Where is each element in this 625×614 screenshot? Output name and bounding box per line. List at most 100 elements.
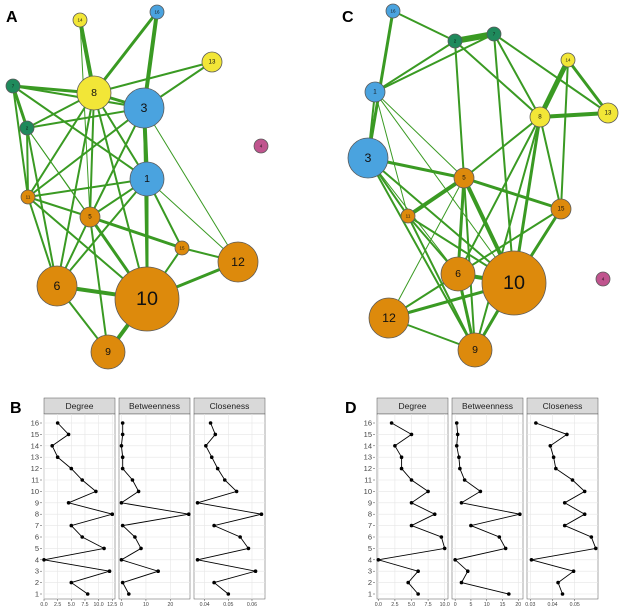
point-closeness-2 bbox=[212, 580, 216, 585]
y-tick-label-7: 7 bbox=[35, 521, 39, 530]
edge-11-9 bbox=[407, 215, 476, 351]
node-label-4: 4 bbox=[602, 277, 605, 282]
facet-title: Degree bbox=[66, 401, 94, 411]
edge-14-13 bbox=[566, 58, 610, 115]
point-betweenness-6 bbox=[497, 535, 502, 539]
node-9 bbox=[90, 334, 126, 370]
point-closeness-4 bbox=[529, 558, 534, 562]
y-tick-label-5: 5 bbox=[35, 544, 39, 553]
y-tick-label-5: 5 bbox=[368, 544, 372, 553]
node-label-8: 8 bbox=[91, 87, 97, 99]
point-closeness-7 bbox=[562, 523, 567, 528]
edge-5-15 bbox=[88, 215, 184, 250]
edge-3-11 bbox=[27, 107, 145, 198]
point-betweenness-16 bbox=[454, 421, 459, 425]
x-tick-label: 0.04 bbox=[547, 602, 557, 608]
facet-title: Betweenness bbox=[129, 401, 180, 411]
point-degree-14 bbox=[50, 444, 54, 448]
x-tick-label: 10.0 bbox=[440, 602, 450, 608]
node-label-14: 14 bbox=[565, 58, 571, 63]
node-label-2: 2 bbox=[454, 39, 457, 44]
node-label-16: 16 bbox=[390, 9, 396, 14]
point-degree-11 bbox=[409, 478, 414, 482]
node-3 bbox=[123, 87, 165, 129]
node-label-14: 14 bbox=[77, 18, 83, 23]
point-closeness-12 bbox=[215, 466, 220, 471]
point-degree-1 bbox=[416, 592, 420, 596]
x-tick-label: 15 bbox=[500, 602, 506, 608]
series-line-betweenness bbox=[120, 423, 189, 595]
node-label-6: 6 bbox=[54, 279, 61, 293]
point-degree-2 bbox=[69, 580, 74, 585]
y-tick-label-9: 9 bbox=[368, 498, 372, 507]
point-betweenness-12 bbox=[458, 466, 462, 471]
edge-2-1 bbox=[374, 40, 456, 93]
x-tick-label: 5.0 bbox=[68, 602, 75, 608]
edge-8-14 bbox=[537, 57, 571, 120]
x-tick-label: 5.0 bbox=[408, 602, 415, 608]
point-betweenness-16 bbox=[120, 421, 125, 425]
point-degree-8 bbox=[432, 512, 437, 516]
node-label-4: 4 bbox=[260, 144, 263, 149]
node-2 bbox=[447, 33, 463, 49]
point-betweenness-9 bbox=[459, 501, 464, 505]
point-degree-9 bbox=[409, 501, 414, 505]
point-degree-15 bbox=[66, 432, 71, 437]
x-tick-label: 5 bbox=[469, 602, 472, 608]
x-tick-label: 0.0 bbox=[40, 602, 47, 608]
point-betweenness-4 bbox=[119, 558, 124, 562]
edge-7-13 bbox=[493, 33, 609, 114]
point-closeness-10 bbox=[234, 489, 239, 494]
panel-label-a: A bbox=[6, 9, 18, 26]
y-tick-label-8: 8 bbox=[35, 510, 39, 519]
edge-1-10 bbox=[374, 91, 515, 284]
node-label-9: 9 bbox=[472, 344, 478, 356]
node-label-7: 7 bbox=[493, 32, 496, 37]
series-line-degree bbox=[43, 422, 115, 595]
point-betweenness-4 bbox=[453, 558, 457, 562]
node-12 bbox=[368, 297, 410, 339]
node-label-10: 10 bbox=[136, 288, 158, 310]
edge-1-11 bbox=[374, 91, 409, 217]
point-degree-16 bbox=[389, 421, 394, 425]
y-tick-label-12: 12 bbox=[364, 464, 372, 473]
point-closeness-8 bbox=[259, 512, 264, 516]
edge-1-12 bbox=[146, 178, 239, 263]
y-tick-label-15: 15 bbox=[364, 430, 372, 439]
point-closeness-9 bbox=[562, 501, 567, 505]
point-degree-3 bbox=[416, 569, 420, 573]
node-16 bbox=[149, 4, 165, 20]
facet-panel bbox=[43, 413, 116, 600]
edge-1-11 bbox=[27, 178, 148, 198]
point-degree-7 bbox=[409, 523, 414, 528]
point-degree-6 bbox=[439, 535, 444, 539]
panel-label-d: D bbox=[345, 400, 357, 417]
point-betweenness-7 bbox=[120, 523, 125, 528]
point-betweenness-12 bbox=[120, 466, 125, 471]
node-7 bbox=[486, 26, 502, 42]
point-closeness-2 bbox=[556, 580, 560, 585]
point-betweenness-2 bbox=[120, 580, 125, 585]
edge-8-11 bbox=[27, 92, 95, 198]
y-tick-label-2: 2 bbox=[368, 578, 372, 587]
y-tick-label-10: 10 bbox=[364, 487, 372, 496]
x-tick-label: 7.5 bbox=[81, 602, 88, 608]
x-tick-label: 7.5 bbox=[424, 602, 431, 608]
x-tick-label: 2.5 bbox=[54, 602, 61, 608]
node-2 bbox=[19, 120, 35, 136]
point-degree-13 bbox=[399, 455, 404, 460]
y-tick-label-13: 13 bbox=[31, 453, 39, 462]
point-degree-5 bbox=[442, 546, 447, 551]
series-line-betweenness bbox=[454, 422, 520, 595]
panel-label-c: C bbox=[342, 9, 354, 26]
series-line-closeness bbox=[197, 422, 262, 595]
node-label-13: 13 bbox=[605, 110, 612, 117]
